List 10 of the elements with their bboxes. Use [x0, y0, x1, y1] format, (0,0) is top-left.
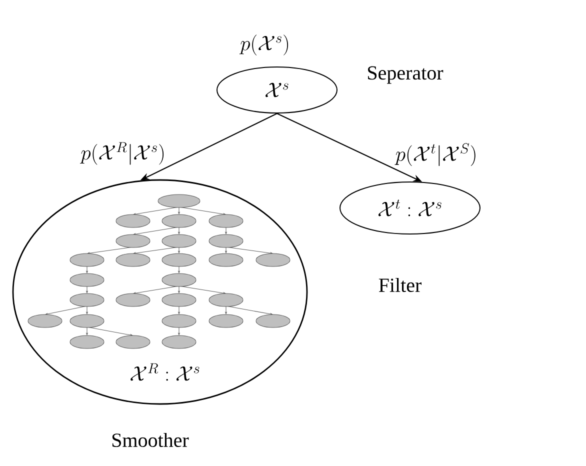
edge-label: $p(\mathcal{X}^R|\mathcal{X}^s)$ — [80, 142, 164, 165]
smoother-circle — [12, 179, 308, 405]
edge-label: $p(\mathcal{X}^t|\mathcal{X}^S)$ — [394, 143, 476, 166]
node-caption: Seperator — [368, 66, 444, 84]
ellipse-node: $\mathcal{X}^t : \mathcal{X}^s$ — [340, 182, 480, 234]
node-caption: Filter — [378, 278, 422, 292]
node-caption: Smoother — [112, 432, 189, 448]
ellipse-node: $\mathcal{X}^s$ — [216, 66, 338, 114]
node-formula: $\mathcal{X}^R : \mathcal{X}^s$ — [130, 363, 200, 381]
probability-label: $p(\mathcal{X}^s)$ — [239, 34, 288, 56]
